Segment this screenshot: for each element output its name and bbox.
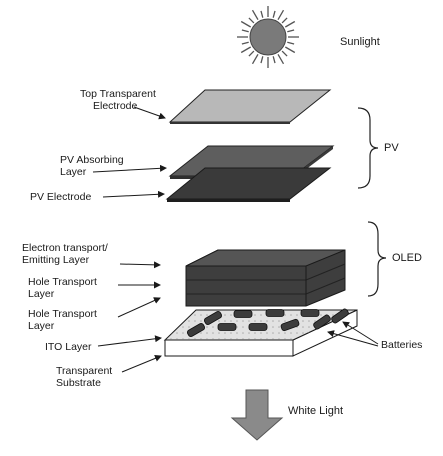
batteries-arrow-1 [342, 321, 379, 345]
oled-label: OLED [392, 252, 422, 264]
ito-layer-arrow [97, 335, 162, 347]
battery-cell [217, 323, 237, 331]
sun-ray [287, 41, 295, 45]
oled-stack [185, 249, 346, 307]
sun-ray [260, 10, 264, 18]
pv-label: PV [384, 142, 399, 154]
sun-icon [237, 6, 299, 68]
pv-absorbing-arrow [92, 164, 167, 173]
sun-ray [284, 46, 296, 54]
sun-ray [241, 41, 249, 45]
battery-cell [248, 323, 268, 331]
hole-transport-b-label-1: Hole Transport [28, 308, 97, 320]
sun-ray [277, 9, 285, 21]
sun-ray [248, 17, 255, 24]
battery-cell [203, 310, 223, 326]
sun-ray [251, 9, 259, 21]
pv-absorbing-label-2: Layer [60, 166, 87, 178]
electron-transport-arrow [119, 261, 161, 269]
oled-bracket [367, 221, 387, 297]
hole-transport-b-arrow [117, 297, 161, 318]
batteries-label: Batteries [381, 339, 422, 351]
sun-ray [281, 17, 288, 24]
white-light-label: White Light [288, 405, 343, 417]
sun-ray [287, 29, 295, 33]
top-electrode-label-1: Top Transparent [80, 88, 156, 100]
pv-electrode-arrow [102, 190, 165, 198]
sun-ray [241, 29, 249, 33]
batteries-group [186, 308, 349, 338]
substrate-label-2: Substrate [56, 377, 101, 389]
sun-ray [248, 50, 255, 57]
sun-ray [281, 50, 288, 57]
pv-electrode-label: PV Electrode [30, 191, 91, 203]
battery-cell [186, 322, 206, 338]
sun-ray [272, 10, 276, 18]
battery-cell [313, 314, 331, 330]
sun-ray [272, 56, 276, 64]
sun-ray [251, 53, 259, 65]
top-electrode-label-2: Electrode [93, 100, 138, 112]
pv-bracket [357, 107, 379, 189]
sun-ray [277, 53, 285, 65]
sun-ray [240, 20, 252, 28]
electron-transport-label-2: Emitting Layer [22, 254, 90, 266]
electron-transport-label-1: Electron transport/ [22, 242, 108, 254]
batteries-arrow-2 [327, 330, 379, 347]
substrate-arrow [121, 355, 162, 373]
ito-layer-label: ITO Layer [45, 341, 92, 353]
sun-ray [260, 56, 264, 64]
hole-transport-a-label-1: Hole Transport [28, 276, 97, 288]
battery-cell [233, 310, 253, 318]
sun-ray [284, 20, 296, 28]
pv-absorbing-label-1: PV Absorbing [60, 154, 124, 166]
hole-transport-b-label-2: Layer [28, 320, 55, 332]
sunlight-label: Sunlight [340, 36, 380, 48]
white-light-arrow-icon [230, 389, 284, 441]
battery-cell [280, 318, 300, 332]
hole-transport-a-label-2: Layer [28, 288, 55, 300]
top-electrode-arrow [133, 106, 166, 120]
sun-ray [240, 46, 252, 54]
battery-cell [331, 308, 349, 324]
substrate-label-1: Transparent [56, 365, 112, 377]
top-transparent-electrode-layer [168, 89, 332, 123]
battery-cell [265, 309, 285, 317]
battery-cell [300, 309, 320, 317]
